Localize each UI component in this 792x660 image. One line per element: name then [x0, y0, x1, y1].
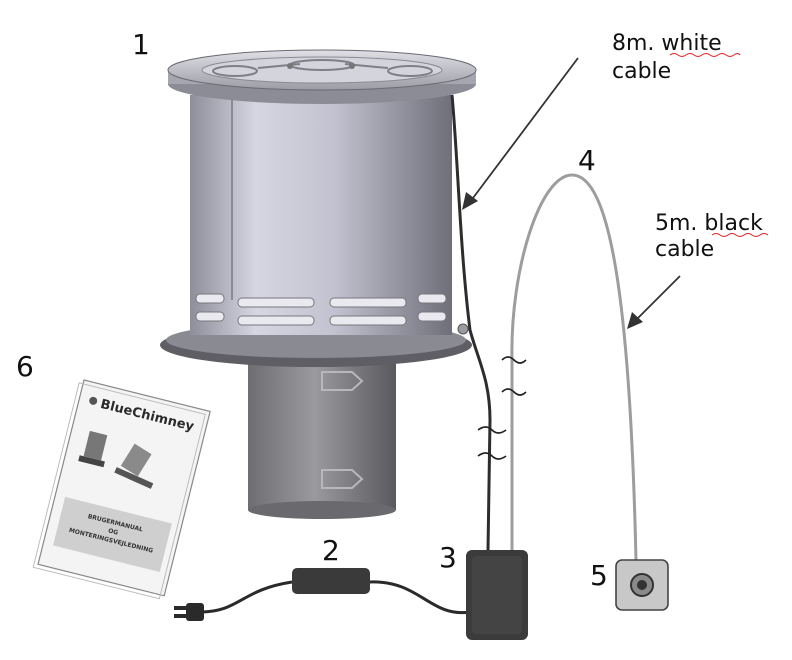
arrow-marker-upper	[321, 371, 364, 391]
white-cable-label-line1: 8m. white	[612, 31, 722, 56]
black-cable-5m	[510, 173, 638, 561]
arrow-marker-lower	[321, 469, 364, 489]
inline-switch	[292, 568, 370, 594]
callout-number-6: 6	[16, 350, 34, 383]
manual-product-images	[78, 430, 154, 489]
manual-title-line2: OG	[107, 527, 118, 536]
callout-number-5: 5	[590, 559, 608, 592]
chimney-fan-unit	[160, 49, 477, 519]
sensor-unit	[615, 559, 669, 611]
black-cable-label-line1: 5m. black	[655, 211, 763, 236]
user-manual-booklet: BlueChimney BRUGERMANUAL OG MONTERINGSVE…	[32, 379, 211, 600]
power-cord	[199, 580, 471, 615]
callout-arrow-black-cable	[627, 275, 681, 329]
brand-logo-icon	[89, 396, 98, 405]
plug-icon	[174, 603, 204, 621]
callout-number-2: 2	[322, 534, 340, 567]
callout-number-1: 1	[132, 28, 150, 61]
vent-slots	[195, 293, 447, 326]
cable-break-marks	[477, 356, 527, 460]
manual-title-box	[53, 496, 172, 573]
callout-arrow-white-cable	[462, 57, 579, 210]
white-cable-label-line2: cable	[612, 59, 671, 84]
callout-number-4: 4	[578, 144, 596, 177]
fan-housing	[190, 95, 452, 335]
black-cable-label-line2: cable	[655, 237, 714, 262]
white-cable-8m	[450, 94, 492, 551]
callout-number-3: 3	[439, 541, 457, 574]
